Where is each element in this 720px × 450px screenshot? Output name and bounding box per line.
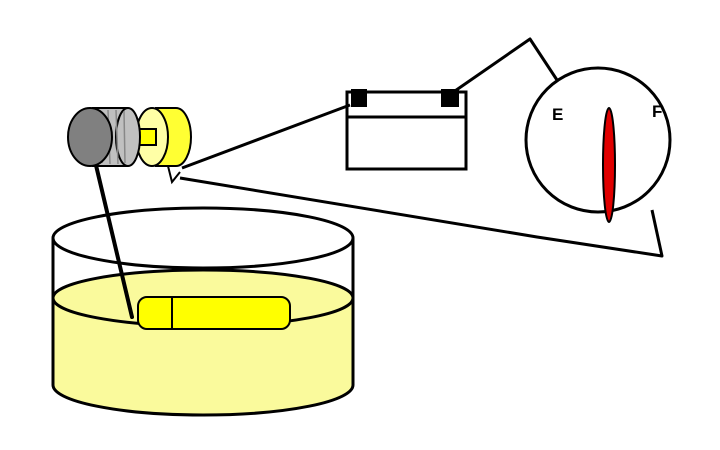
gauge-full-label: F <box>652 102 662 121</box>
wire-rheostat-to-gauge <box>179 176 664 258</box>
knob-ridge-end <box>115 107 141 167</box>
float-arm <box>88 138 134 319</box>
tank-bottom <box>51 384 355 417</box>
fuel-gauge: E F <box>524 66 672 223</box>
rheostat <box>67 107 192 185</box>
knob-cap <box>67 107 113 167</box>
float <box>137 296 291 330</box>
battery-terminal-left <box>351 89 367 107</box>
rheostat-terminal <box>167 165 181 185</box>
wire-battery-to-gauge <box>451 37 559 95</box>
wiring <box>179 37 664 258</box>
battery-terminal-right <box>441 89 459 107</box>
wire-rheostat-to-battery <box>181 103 351 170</box>
tank-rim <box>51 206 355 270</box>
gauge-empty-label: E <box>552 105 563 124</box>
float-body <box>137 296 291 330</box>
gauge-face <box>524 66 672 214</box>
battery <box>345 89 468 171</box>
gauge-needle <box>602 107 616 223</box>
